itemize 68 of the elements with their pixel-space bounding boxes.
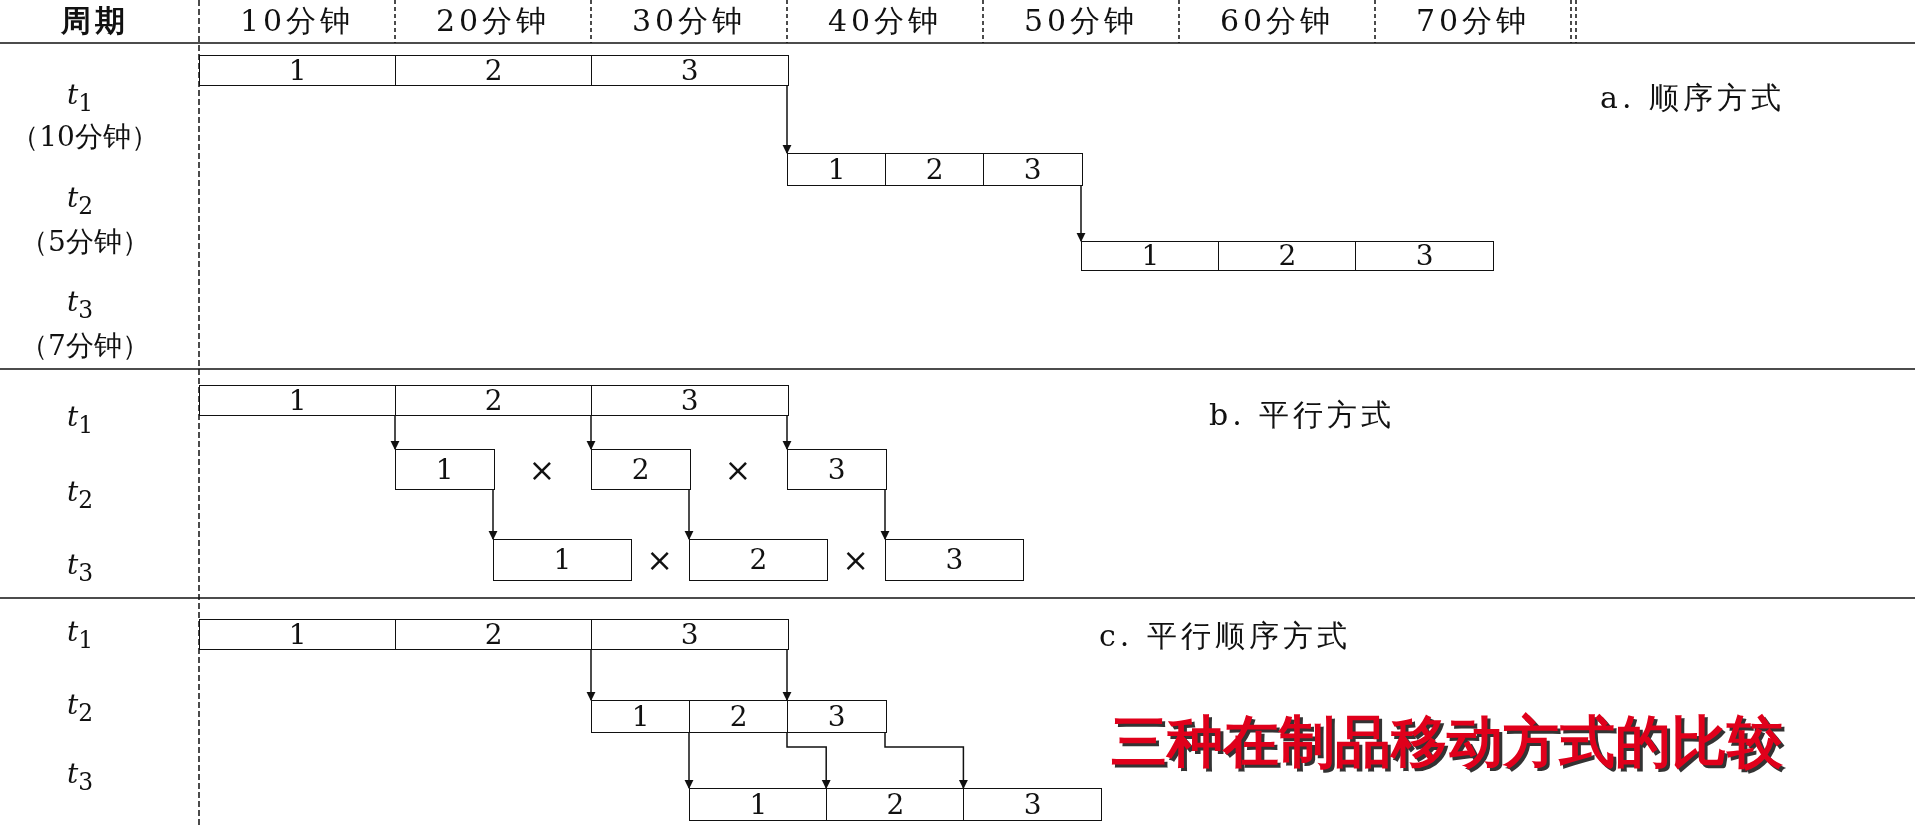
time-segment: 2 <box>826 788 965 821</box>
time-segment: 1 <box>787 153 887 186</box>
time-segment: 2 <box>689 700 789 733</box>
panel-title: b. 平行方式 <box>1209 400 1396 430</box>
time-segment: 2 <box>689 539 828 581</box>
time-segment: 3 <box>983 153 1083 186</box>
cross-mark: × <box>724 454 752 486</box>
time-segment: 1 <box>1081 241 1220 271</box>
arrow <box>684 732 694 789</box>
arrow <box>782 415 792 450</box>
row-label: t$_{1}$ <box>66 81 94 115</box>
time-segment: 3 <box>591 55 789 86</box>
time-segment: 3 <box>591 619 789 650</box>
time-segment: 3 <box>1355 241 1495 271</box>
row-label: t$_{2}$ <box>66 691 94 725</box>
arrow <box>786 732 831 789</box>
duration-label: （10分钟） <box>11 123 159 151</box>
time-header: 50分钟 <box>1023 6 1139 36</box>
row-label: t$_{2}$ <box>66 478 94 512</box>
time-segment: 3 <box>787 449 887 490</box>
arrow <box>884 732 968 789</box>
row-label: t$_{3}$ <box>66 760 94 794</box>
time-header: 70分钟 <box>1415 6 1531 36</box>
panel-title: a. 顺序方式 <box>1600 83 1785 113</box>
time-segment: 1 <box>493 539 632 581</box>
column-header: 周期 <box>61 6 129 36</box>
arrow <box>684 489 694 540</box>
arrow <box>1076 185 1086 242</box>
time-segment: 3 <box>885 539 1024 581</box>
time-segment: 1 <box>199 385 397 416</box>
arrow <box>782 85 792 154</box>
time-header: 20分钟 <box>435 6 551 36</box>
arrow <box>390 415 400 450</box>
duration-label: （5分钟） <box>20 228 150 256</box>
cross-mark: × <box>842 544 869 576</box>
time-segment: 3 <box>591 385 789 416</box>
row-label: t$_{3}$ <box>66 288 94 322</box>
duration-label: （7分钟） <box>20 332 150 360</box>
arrow <box>586 649 596 701</box>
time-segment: 3 <box>963 788 1103 821</box>
panel-title: c. 平行顺序方式 <box>1099 621 1351 651</box>
time-segment: 2 <box>1218 241 1357 271</box>
time-segment: 2 <box>395 619 593 650</box>
time-segment: 2 <box>885 153 985 186</box>
cross-mark: × <box>646 544 673 576</box>
cross-mark: × <box>528 454 556 486</box>
arrow <box>880 489 890 540</box>
arrow <box>586 415 596 450</box>
time-header: 60分钟 <box>1219 6 1335 36</box>
time-segment: 3 <box>787 700 887 733</box>
arrow <box>782 649 792 701</box>
time-segment: 1 <box>395 449 495 490</box>
diagram-title: 三种在制品移动方式的比较 <box>1111 714 1783 770</box>
time-segment: 1 <box>199 619 397 650</box>
row-label: t$_{1}$ <box>66 403 94 437</box>
row-label: t$_{3}$ <box>66 551 94 585</box>
time-header: 30分钟 <box>631 6 747 36</box>
row-label: t$_{2}$ <box>66 184 94 218</box>
time-segment: 2 <box>395 385 593 416</box>
row-label: t$_{1}$ <box>66 618 94 652</box>
time-segment: 2 <box>591 449 691 490</box>
time-segment: 1 <box>689 788 828 821</box>
time-segment: 2 <box>395 55 593 86</box>
time-segment: 1 <box>591 700 691 733</box>
arrow <box>488 489 498 540</box>
time-header: 40分钟 <box>827 6 943 36</box>
time-segment: 1 <box>199 55 397 86</box>
time-header: 10分钟 <box>239 6 355 36</box>
